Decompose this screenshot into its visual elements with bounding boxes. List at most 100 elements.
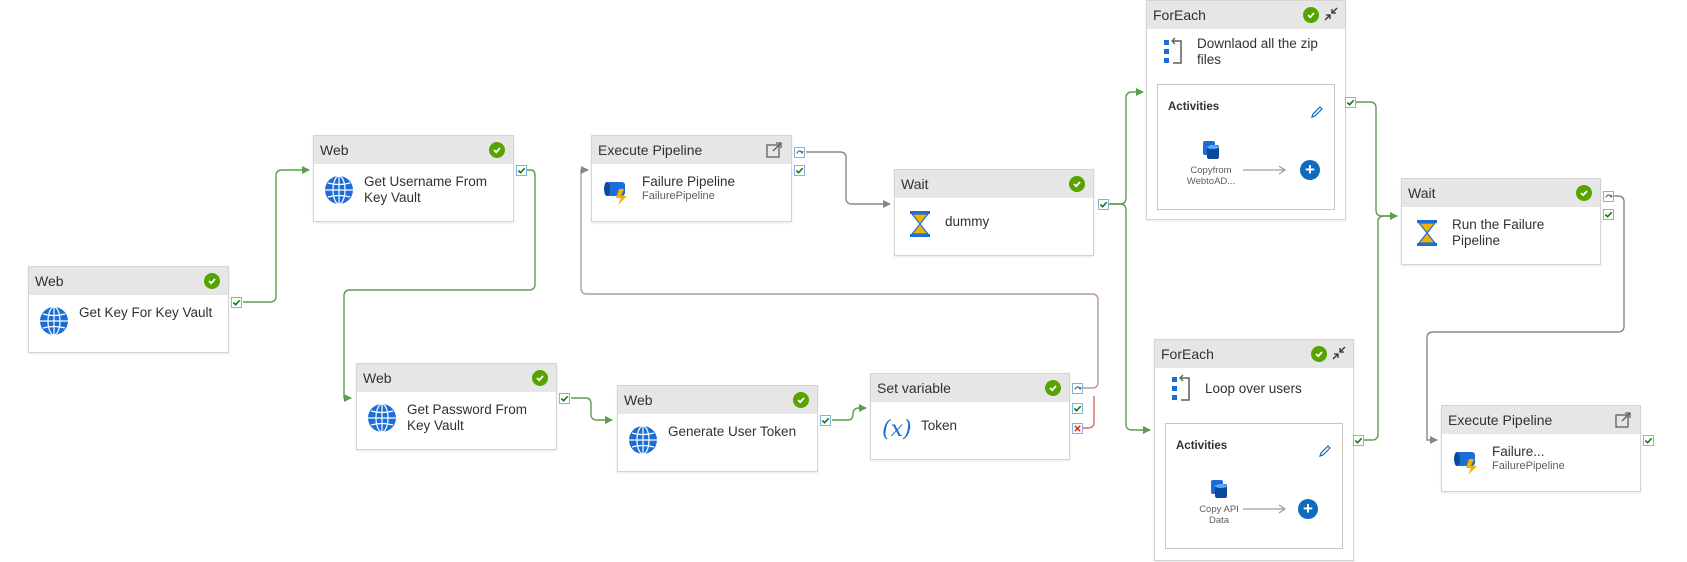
activity-type: Web [363,370,392,386]
success-output-port[interactable] [1603,209,1614,220]
activity-header: Wait [895,170,1093,198]
success-icon [793,392,809,408]
activity-execute-pipeline-failure[interactable]: Execute Pipeline Failure Pipeline Failur… [591,135,792,222]
success-icon [1303,7,1319,23]
activity-web-get-username[interactable]: Web Get Username From Key Vault [313,135,514,222]
arrow-right-icon [1243,165,1287,175]
activity-web-generate-token[interactable]: Web Generate User Token [617,385,818,472]
success-icon [1576,185,1592,201]
inner-activities-panel[interactable]: Activities Copyfrom WebtoAD... + [1157,84,1335,210]
success-output-port[interactable] [820,415,831,426]
activity-type: Web [624,392,653,408]
activity-wait-dummy[interactable]: Wait dummy [894,169,1094,256]
activity-name: Loop over users [1205,381,1302,396]
activity-name: Failure... FailurePipeline [1492,444,1632,473]
wire-password-to-token [571,397,613,424]
inner-activities-panel[interactable]: Activities Copy API Data + [1165,423,1343,549]
activity-foreach-download[interactable]: ForEach Downlaod all the zip files Activ… [1146,0,1346,220]
completion-output-port[interactable] [1603,191,1614,202]
copy-data-icon [1203,141,1219,159]
activity-name: Get Username From Key Vault [364,174,488,205]
success-output-port[interactable] [516,165,527,176]
activity-type: Execute Pipeline [1448,412,1553,428]
activity-name: dummy [945,214,990,229]
activity-type: Wait [1408,185,1436,201]
activity-header: Set variable [871,374,1069,402]
open-external-icon[interactable] [1614,411,1632,429]
wire-token-to-setvar [832,404,867,421]
activity-wait-run-failure[interactable]: Wait Run the Failure Pipeline [1401,178,1601,265]
activity-header: ForEach [1155,340,1353,368]
activity-header: Web [357,364,556,392]
activity-type: Execute Pipeline [598,142,703,158]
success-output-port[interactable] [794,165,805,176]
activity-execute-pipeline-failure-2[interactable]: Execute Pipeline Failure... FailurePipel… [1441,405,1641,492]
add-activity-button[interactable]: + [1300,160,1320,180]
pipeline-reference: FailurePipeline [1492,460,1565,472]
arrow-right-icon [1243,504,1287,514]
failure-output-port[interactable] [1072,423,1083,434]
activity-name: Downlaod all the zip files [1197,36,1318,67]
globe-icon [368,403,396,433]
activity-header: Execute Pipeline [1442,406,1640,434]
wire-key-to-username [243,166,310,303]
activity-type: ForEach [1153,7,1206,23]
activity-type: ForEach [1161,346,1214,362]
success-output-port[interactable] [1643,435,1654,446]
activity-type: Web [35,273,64,289]
success-icon [204,273,220,289]
activity-name: Token [921,418,958,433]
collapse-icon[interactable] [1323,6,1339,22]
inner-activity-name: Copyfrom WebtoAD... [1186,165,1236,187]
success-icon [1045,380,1061,396]
completion-output-port[interactable] [794,147,805,158]
success-icon [532,370,548,386]
success-output-port[interactable] [1353,435,1364,446]
globe-icon [629,425,657,455]
success-output-port[interactable] [231,297,242,308]
success-icon [1069,176,1085,192]
success-output-port[interactable] [1345,97,1356,108]
wire-wait-to-foreach-download [1100,88,1144,205]
open-external-icon[interactable] [765,141,783,159]
inner-activity-name: Copy API Data [1199,504,1239,526]
activity-header: ForEach [1147,1,1345,29]
activity-type: Wait [901,176,929,192]
activity-header: Wait [1402,179,1600,207]
globe-icon [325,175,353,205]
activity-web-get-password[interactable]: Web Get Password From Key Vault [356,363,557,450]
wire-wait-to-foreach-users [1100,203,1151,434]
activity-name: Get Password From Key Vault [407,402,528,433]
completion-output-port[interactable] [1072,383,1083,394]
foreach-icon [1164,37,1182,64]
activity-type: Set variable [877,380,951,396]
wire-exec-to-wait [806,151,891,208]
activity-web-get-key[interactable]: Web Get Key For Key Vault [28,266,229,353]
activity-title: Failure... [1492,444,1545,459]
hourglass-icon [910,211,930,237]
success-output-port[interactable] [1072,403,1083,414]
success-output-port[interactable] [1098,199,1109,210]
activities-label: Activities [1168,101,1220,113]
collapse-icon[interactable] [1331,345,1347,361]
wire-download-to-waitfail [1340,101,1398,220]
success-icon [489,142,505,158]
activity-header: Web [29,267,228,295]
activity-name: Get Key For Key Vault [79,305,213,320]
activity-foreach-users[interactable]: ForEach Loop over users Activities Copy … [1154,339,1354,561]
activity-header: Execute Pipeline [592,136,791,164]
svg-text:(x): (x) [882,417,911,442]
variable-icon: (x) [882,417,911,442]
edit-pencil-icon[interactable] [1310,105,1324,119]
success-output-port[interactable] [559,393,570,404]
pipeline-reference: FailurePipeline [642,190,715,202]
add-activity-button[interactable]: + [1298,499,1318,519]
wire-exec-input [580,166,589,174]
edit-pencil-icon[interactable] [1318,444,1332,458]
activity-set-variable-token[interactable]: Set variable (x) Token [870,373,1070,460]
activity-header: Web [314,136,513,164]
activity-title: Failure Pipeline [642,174,736,189]
activity-name: Failure Pipeline FailurePipeline [642,174,783,203]
